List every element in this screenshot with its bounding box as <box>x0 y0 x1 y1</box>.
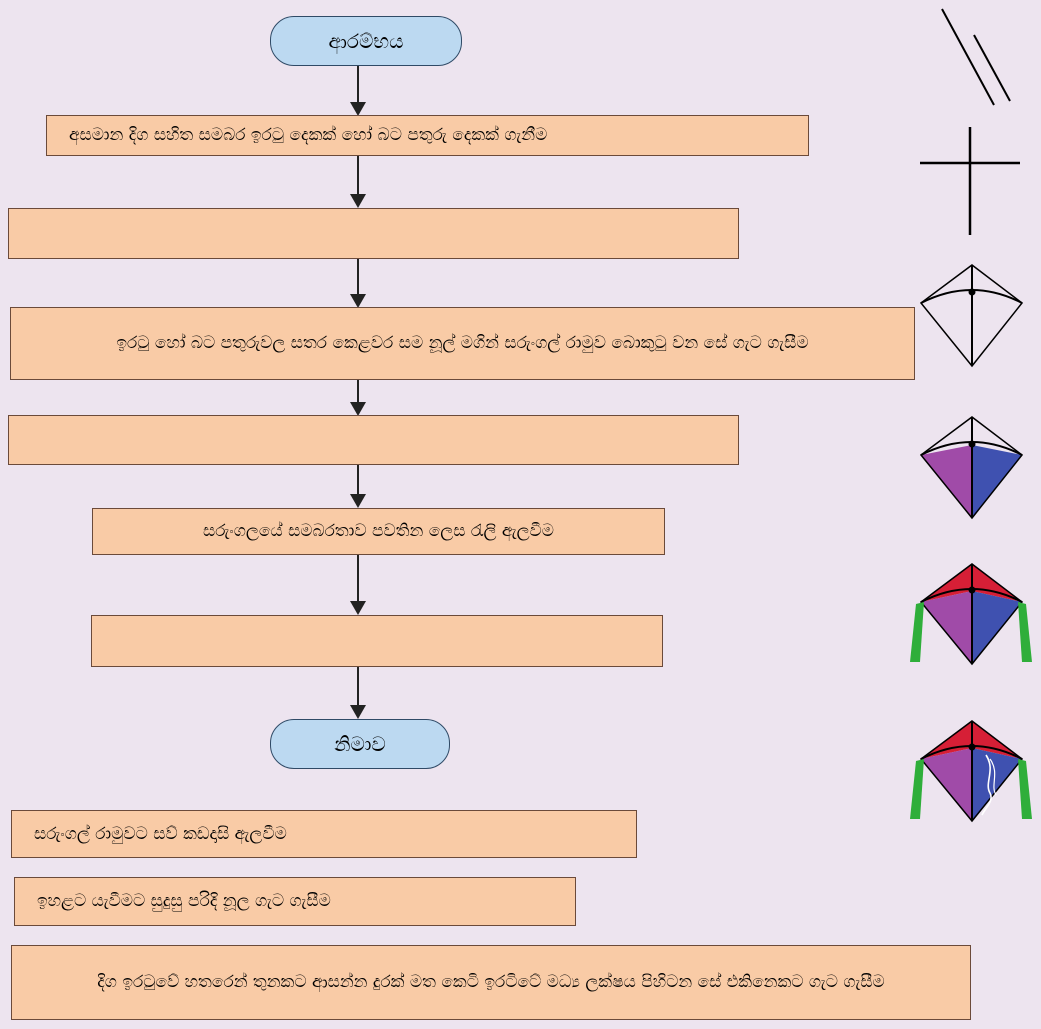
short-stick <box>973 34 1011 102</box>
joint <box>968 288 976 296</box>
step-5-box: සරුංගලයේ සමබරතාව පවතින ලෙස රැලි ඇලවීම <box>92 508 665 555</box>
step-1-box: අසමාන දිග සහිත සමබර ඉරටු දෙකක් හෝ බට පතු… <box>46 115 809 156</box>
sticks-illustration <box>941 8 1011 106</box>
arrow <box>350 667 366 719</box>
left-paper <box>921 445 972 518</box>
crossed-sticks-illustration <box>920 127 1020 235</box>
right-tail <box>1018 602 1032 662</box>
left-tail <box>910 759 924 819</box>
option-tie-box: දිග ඉරටුවේ හතරෙන් තුනකට ආසන්න දුරක් මත ක… <box>11 945 971 1020</box>
arrow <box>350 380 366 416</box>
left-paper <box>921 748 972 821</box>
arrow <box>350 156 366 208</box>
right-paper <box>972 591 1022 664</box>
left-paper <box>921 591 972 664</box>
step-6-blank-box <box>91 615 663 667</box>
left-tail <box>910 602 924 662</box>
covered-kite-illustration <box>919 416 1024 520</box>
step-3-box: ඉරටු හෝ බට පතුරුවල සතර කෙළවර සම නූල් මගි… <box>10 307 915 380</box>
arrow <box>350 66 366 116</box>
arrow <box>350 259 366 308</box>
joint <box>968 743 976 751</box>
step-2-blank-box <box>8 208 739 259</box>
tails-kite-illustration <box>910 563 1032 666</box>
arrow <box>350 465 366 508</box>
end-terminal: නිමාව <box>270 719 450 769</box>
bridle-string <box>981 754 992 816</box>
long-stick <box>941 8 995 106</box>
joint <box>968 586 976 594</box>
start-terminal: ආරම්භය <box>270 16 462 66</box>
joint <box>968 440 976 448</box>
option-paper-box: සරුංගල් රාමුවට සව් කඩදාසි ඇලවීම <box>11 810 637 858</box>
finished-kite-illustration <box>910 720 1032 823</box>
right-tail <box>1018 759 1032 819</box>
frame-illustration <box>919 264 1024 368</box>
option-string-box: ඉහළට යැවීමට සුදුසු පරිදි නූල ගැට ගැසීම <box>14 877 576 926</box>
bridle-string <box>989 758 997 796</box>
step-4-blank-box <box>8 415 739 465</box>
right-paper <box>972 445 1022 518</box>
right-paper <box>972 748 1022 821</box>
arrow <box>350 555 366 615</box>
